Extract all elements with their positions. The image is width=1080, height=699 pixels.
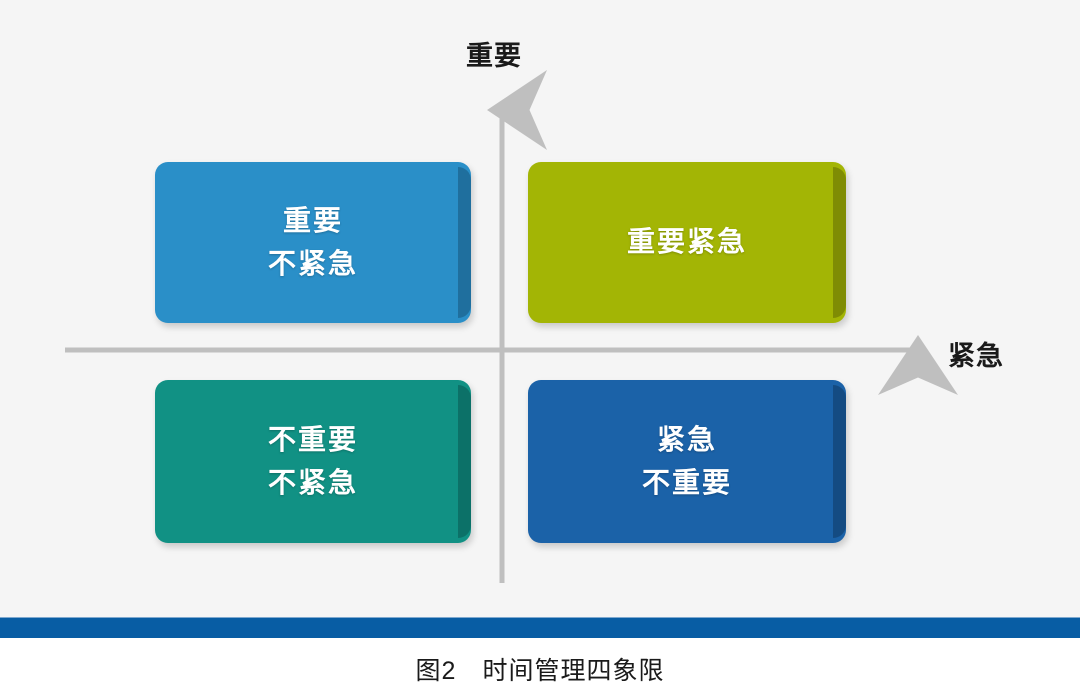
bottom-divider-rule [0,617,1080,639]
quadrant-body [528,162,846,323]
quadrant-urgent-not-important[interactable]: 紧急 不重要 [528,380,846,543]
quadrant-bevel-icon [458,385,471,538]
quadrant-body [528,380,846,543]
quadrant-important-not-urgent[interactable]: 重要 不紧急 [155,162,471,323]
quadrant-bevel-icon [833,167,846,318]
axis-label-important: 重要 [466,41,522,71]
caption-area: 图2 时间管理四象限 [0,638,1080,699]
quadrant-label: 重要 不紧急 [267,204,358,279]
quadrant-important-urgent[interactable]: 重要紧急 [528,162,846,323]
quadrant-bevel-icon [833,385,846,538]
quadrant-label: 重要紧急 [626,226,747,258]
quadrant-body [155,162,471,323]
quadrant-bevel-icon [458,167,471,318]
figure-caption: 图2 时间管理四象限 [415,656,665,685]
figure-canvas: 重要 紧急 重要 不紧急 重要紧急 不重要 不紧急 紧急 不重要 [65,41,1004,583]
quadrant-body [155,380,471,543]
quadrant-label: 不重要 不紧急 [267,423,358,498]
quadrant-label: 紧急 不重要 [641,423,732,498]
quadrant-not-important-not-urgent[interactable]: 不重要 不紧急 [155,380,471,543]
axis-label-urgent: 紧急 [948,341,1004,371]
